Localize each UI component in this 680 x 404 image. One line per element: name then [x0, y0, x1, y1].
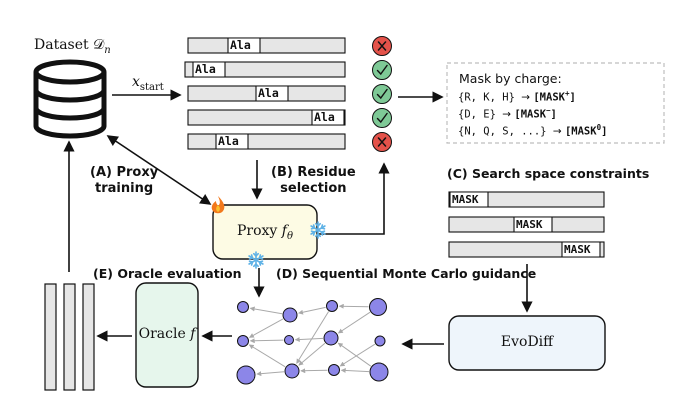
residue-check-icons [372, 36, 392, 152]
sequence-bar [187, 37, 346, 54]
particle-edge [340, 368, 370, 373]
particle-edge [256, 371, 285, 377]
mask-token-label: MASK [516, 218, 543, 231]
particle-node [326, 300, 338, 312]
proxy-to-selection-arrow [318, 162, 390, 235]
particle-node [328, 364, 340, 376]
step-b-label: (B) Residue selection [271, 165, 356, 196]
snowflake-icon [248, 251, 264, 269]
check-icon [372, 84, 392, 104]
flame-icon [211, 196, 225, 214]
residue-label: Ala [230, 38, 251, 52]
particle-edge [249, 306, 283, 315]
output-sequence-bars [44, 283, 95, 391]
residue-highlight [228, 38, 260, 53]
residue-label: Ala [314, 110, 335, 124]
particle-node [374, 335, 386, 347]
particle-edge [249, 338, 284, 344]
mask-box-title: Mask by charge: [459, 71, 562, 86]
particle-node [369, 362, 389, 382]
particle-node [282, 307, 298, 323]
step-c-label: (C) Search space constraints [447, 166, 650, 181]
particle-node [323, 330, 339, 346]
particle-edge [248, 318, 284, 338]
cross-icon [372, 36, 392, 56]
mask-rule-row: {N, Q, S, ...} → [MASK0] [458, 123, 608, 138]
residue-highlight [193, 62, 225, 77]
mask-token-label: MASK [452, 193, 479, 206]
particle-edge [338, 303, 369, 309]
evodiff-box [448, 315, 606, 371]
oracle-label: Oracle f [138, 326, 196, 342]
particle-node [284, 335, 294, 345]
mask-by-charge-box [446, 62, 665, 144]
xstart-label: xstart [132, 74, 164, 93]
check-icon [372, 60, 392, 80]
particle-node [237, 335, 249, 347]
sequence-bars [184, 37, 346, 150]
particle-edge [296, 311, 330, 364]
residue-highlight [216, 134, 248, 149]
residue-label: Ala [195, 62, 216, 76]
particle-edge [337, 311, 371, 334]
step-a-label: (A) Proxy training [90, 165, 159, 196]
particle-edge [298, 306, 326, 315]
mask-rule-row: {D, E} → [MASK−] [458, 106, 557, 121]
dataset-label: Dataset 𝒟n [34, 37, 111, 56]
database-icon [33, 59, 107, 139]
particle-node [237, 301, 249, 313]
residue-label: Ala [258, 86, 279, 100]
residue-highlight [256, 86, 288, 101]
mask-token-label: MASK [564, 243, 591, 256]
mask-rule-row: {R, K, H} → [MASK+] [458, 89, 576, 104]
evodiff-label: EvoDiff [500, 334, 554, 350]
particle-edge [248, 344, 286, 368]
cross-icon [372, 132, 392, 152]
step-d-label: (D) Sequential Monte Carlo guidance [276, 266, 537, 281]
particle-edge [294, 337, 324, 342]
smc-particle-graph [236, 298, 389, 385]
proxy-label: Proxy fθ [236, 223, 293, 242]
particle-edge [300, 368, 328, 374]
proxy-training-arrow [106, 135, 212, 205]
particle-edge [337, 342, 372, 367]
particle-edge [339, 343, 376, 367]
particle-node [284, 363, 300, 379]
residue-label: Ala [218, 134, 239, 148]
residue-highlight [312, 110, 344, 125]
masked-sequence-bars [448, 191, 605, 258]
sequence-bar [187, 133, 346, 150]
proxy-box [212, 204, 318, 260]
particle-node [236, 365, 256, 385]
particle-edge [298, 342, 326, 366]
step-e-label: (E) Oracle evaluation [93, 266, 242, 281]
check-icon [372, 108, 392, 128]
oracle-box [135, 282, 199, 388]
sequence-bar [187, 109, 346, 126]
particle-node [369, 298, 387, 316]
